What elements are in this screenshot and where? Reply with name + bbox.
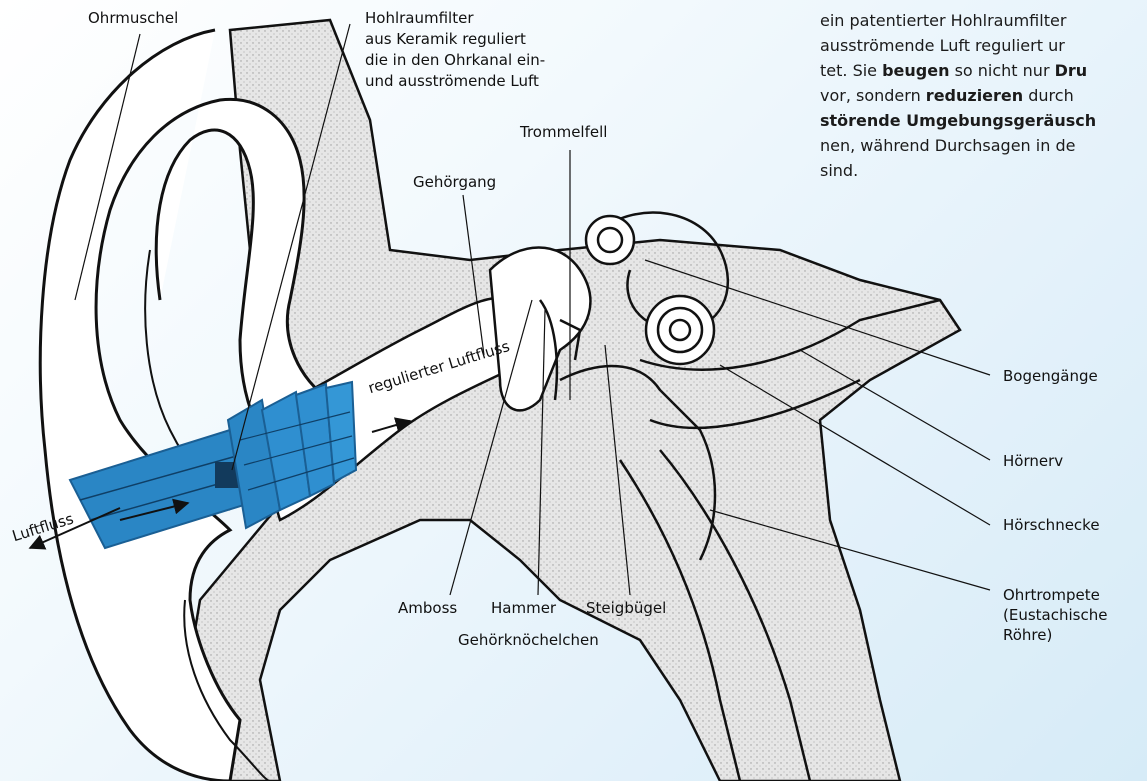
para-line-5: störende Umgebungsgeräusch [820, 108, 1147, 133]
para-line-3: tet. Sie beugen so nicht nur Dru [820, 58, 1147, 83]
label-hoernerv: Hörnerv [1003, 451, 1063, 471]
label-ohrtrompete: Ohrtrompete (Eustachische Röhre) [1003, 585, 1147, 645]
para-bold: Dru [1055, 61, 1088, 80]
label-hammer: Hammer [491, 598, 556, 618]
para-bold: reduzieren [926, 86, 1023, 105]
label-bogengaenge: Bogengänge [1003, 366, 1098, 386]
para-text: durch [1023, 86, 1074, 105]
para-text: vor, sondern [820, 86, 926, 105]
label-gehoerknoechelchen: Gehörknöchelchen [458, 630, 599, 650]
para-text: tet. Sie [820, 61, 882, 80]
label-ohrmuschel: Ohrmuschel [88, 8, 178, 28]
para-text: so nicht nur [949, 61, 1054, 80]
para-line-1: ein patentierter Hohlraumfilter [820, 8, 1147, 33]
label-gehoergang: Gehörgang [413, 172, 496, 192]
para-bold: störende Umgebungsgeräusch [820, 111, 1096, 130]
para-line-2: ausströmende Luft reguliert ur [820, 33, 1147, 58]
label-hoerschnecke: Hörschnecke [1003, 515, 1100, 535]
label-trommelfell: Trommelfell [520, 122, 607, 142]
label-steigbuegel: Steigbügel [586, 598, 666, 618]
para-line-7: sind. [820, 158, 1147, 183]
label-hohlraumfilter: Hohlraumfilter aus Keramik reguliert die… [365, 8, 545, 92]
para-line-4: vor, sondern reduzieren durch [820, 83, 1147, 108]
description-paragraph: ein patentierter Hohlraumfilter ausström… [820, 8, 1147, 183]
para-line-6: nen, während Durchsagen in de [820, 133, 1147, 158]
para-bold: beugen [882, 61, 949, 80]
label-amboss: Amboss [398, 598, 457, 618]
